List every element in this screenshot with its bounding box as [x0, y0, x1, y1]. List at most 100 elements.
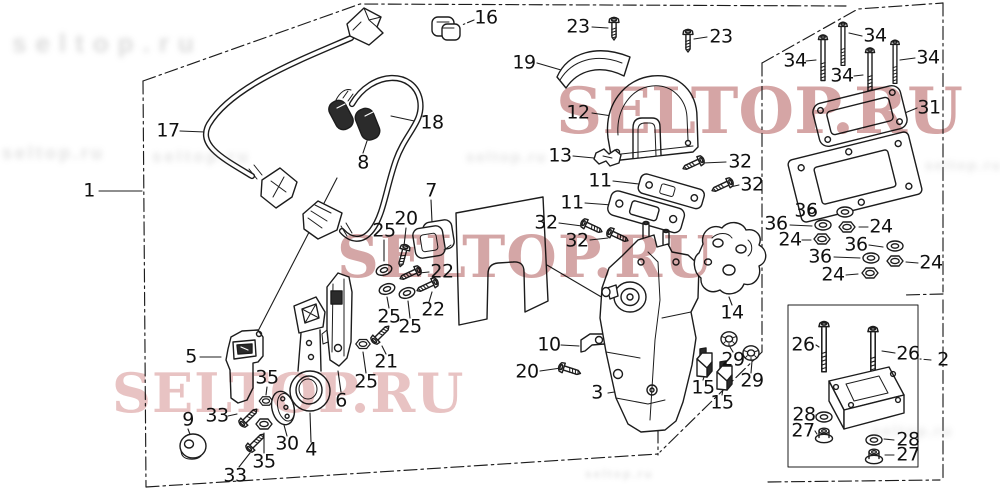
part-20-screw: [556, 360, 583, 379]
part-number-label: 27: [791, 419, 815, 442]
multipin-connector: [302, 200, 343, 240]
part-number-label: 33: [205, 404, 229, 427]
part-number-label: 35: [255, 366, 279, 389]
part-34-bolt: [817, 34, 829, 82]
part-number-label: 23: [709, 25, 733, 48]
part-number-label: 33: [223, 464, 247, 487]
part-34-bolt: [837, 21, 849, 67]
part-number-label: 26: [791, 333, 815, 356]
part-number-label: 2: [937, 348, 949, 371]
part-34-bolt: [889, 39, 901, 85]
part-number-label: 36: [764, 212, 788, 235]
part-number-label: 3: [591, 381, 603, 404]
part-number-label: 30: [275, 432, 299, 455]
part-number-label: 28: [792, 403, 816, 426]
part-36-washer: [836, 206, 854, 218]
part-number-label: 12: [566, 101, 590, 124]
part-16-grommet: [431, 16, 461, 41]
part-number-label: 9: [182, 408, 194, 431]
part-15-switch: [716, 360, 733, 391]
leader-lines-dashdot: [461, 19, 932, 361]
part-number-label: 34: [916, 46, 940, 69]
part-11-plate-upper: [637, 173, 705, 210]
part-number-label: 17: [156, 119, 180, 142]
part-number-label: 6: [335, 389, 347, 412]
part-number-label: 27: [896, 443, 920, 466]
part-24-nut: [861, 267, 879, 279]
part-number-label: 13: [548, 144, 572, 167]
part-number-label: 18: [420, 111, 444, 134]
part-25-washer: [374, 262, 394, 278]
part-number-label: 25: [377, 305, 401, 328]
part-number-label: 8: [357, 151, 369, 174]
part-13-clip: [593, 148, 622, 167]
part-14-casting: [693, 221, 767, 295]
part-15-switch: [696, 347, 713, 378]
leader-lines: [98, 26, 919, 468]
part-11-plate-lower: [607, 190, 686, 234]
part-number-label: 20: [394, 207, 418, 230]
part-25-washer: [397, 285, 417, 301]
part-number-label: 1: [83, 179, 95, 202]
part-23-screw: [682, 28, 694, 53]
part-36-washer: [886, 240, 904, 252]
part-25-washer: [377, 281, 397, 297]
part-19-strip: [556, 50, 631, 89]
part-3-body: [599, 220, 700, 433]
part-number-label: 24: [919, 251, 943, 274]
part-18-harness: [302, 74, 424, 242]
part-number-label: 26: [896, 342, 920, 365]
part-number-label: 10: [537, 333, 561, 356]
part-number-label: 36: [808, 245, 832, 268]
part-number-label: 32: [565, 229, 589, 252]
part-20-screw: [394, 242, 412, 269]
part-9-cap: [179, 433, 207, 460]
part-number-label: 22: [430, 260, 454, 283]
part-number-label: 36: [794, 199, 818, 222]
part-number-label: 24: [821, 263, 845, 286]
part-number-label: 15: [710, 391, 734, 414]
part-26-bolt: [818, 320, 830, 373]
part-number-label: 11: [560, 191, 584, 214]
part-number-label: 35: [252, 450, 276, 473]
part-6-bracket: [321, 272, 353, 367]
part-number-label: 28: [896, 428, 920, 451]
part-number-label: 29: [721, 348, 745, 371]
part-number-label: 14: [720, 301, 744, 324]
part-number-label: 34: [783, 49, 807, 72]
part-number-label: 7: [425, 179, 437, 202]
part-7-grommet: [412, 219, 455, 259]
part-30-disc: [270, 390, 296, 426]
part-number-label: 25: [398, 315, 422, 338]
part-5-bracket: [225, 329, 264, 404]
part-number-label: 21: [374, 350, 398, 373]
part-number-label: 16: [474, 6, 498, 29]
part-number-label: 36: [844, 233, 868, 256]
part-number-label: 25: [354, 370, 378, 393]
part-32-screw: [680, 153, 707, 174]
part-number-label: 22: [421, 298, 445, 321]
part-23-screw: [608, 16, 620, 41]
part-28-washer: [815, 411, 833, 423]
part-number-label: 20: [515, 360, 539, 383]
part-32-screw: [709, 175, 736, 196]
part-number-label: 32: [728, 150, 752, 173]
dashed-enclosure-main: [142, 3, 847, 488]
bullet-connector-8: [354, 107, 381, 141]
part-12-cover: [606, 75, 699, 162]
part-17-cable: [202, 7, 384, 209]
part-32-screw: [604, 225, 631, 246]
part-4-lever: [289, 296, 331, 412]
part-24-nut: [886, 255, 904, 267]
part-2-spacer-block: [828, 366, 905, 430]
part-shim-plate: [455, 196, 549, 326]
part-number-label: 34: [863, 24, 887, 47]
dashed-enclosure-right: [761, 2, 944, 483]
part-29-grommet: [742, 345, 760, 361]
part-number-label: 19: [512, 51, 536, 74]
part-number-label: 31: [917, 96, 941, 119]
part-35-nut: [255, 418, 273, 430]
part-number-label: 32: [534, 211, 558, 234]
